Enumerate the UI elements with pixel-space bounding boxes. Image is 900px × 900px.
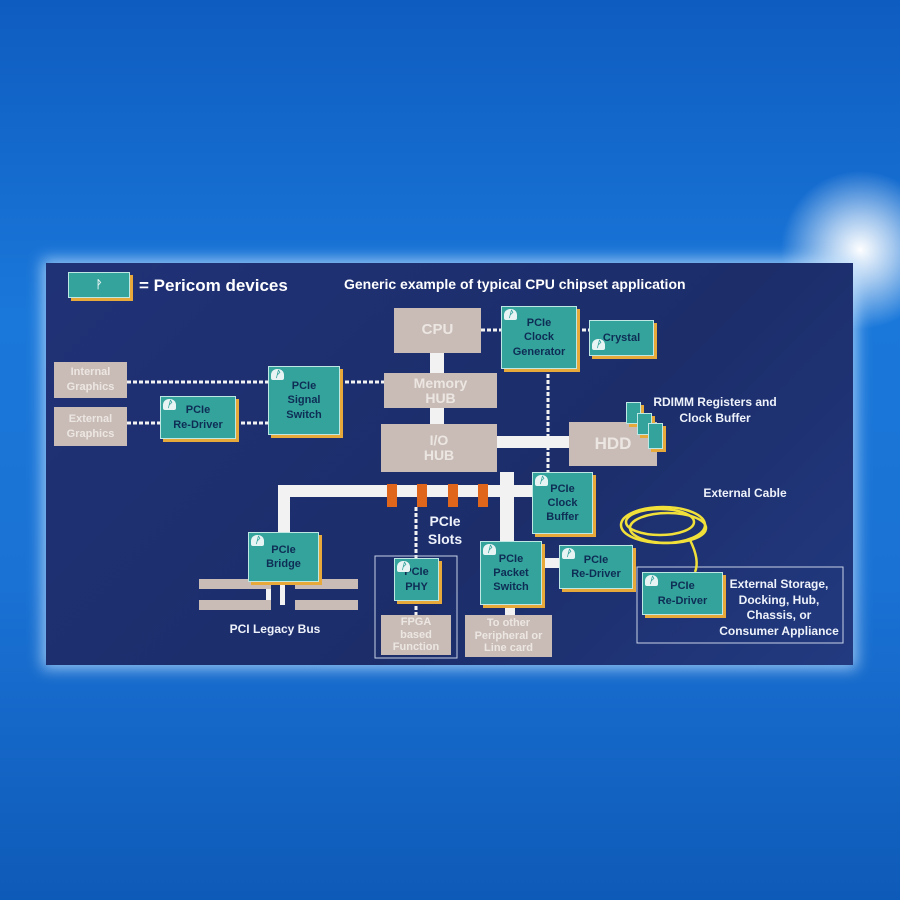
switch-other-link (505, 604, 515, 616)
pericom-logo-icon: ᚹ (271, 369, 284, 380)
pcie-bus (278, 485, 533, 497)
pericom-logo-icon: ᚹ (592, 339, 605, 350)
switch-redriver-link (541, 558, 559, 568)
pci-legacy-bus-label: PCI Legacy Bus (229, 622, 321, 636)
pcie-slot (448, 484, 458, 507)
pericom-logo-icon: ᚹ (251, 535, 264, 546)
packet-switch-link (500, 472, 514, 542)
cpu-memhub-link (430, 353, 444, 373)
legend-swatch: ᚹ (68, 272, 130, 298)
rdimm-chip (648, 423, 663, 449)
external-cable-coil (619, 505, 708, 573)
pericom-logo-icon: ᚹ (397, 561, 410, 572)
pericom-logo-icon: ᚹ (163, 399, 176, 410)
pcie-slot (387, 484, 397, 507)
pericom-logo-icon: ᚹ (535, 475, 548, 486)
cpu-block: CPU (394, 308, 481, 353)
iohub-hdd-link (497, 436, 569, 448)
pcie-slot (417, 484, 427, 507)
pericom-logo-icon: ᚹ (483, 544, 496, 555)
hdd-block: HDD (569, 422, 657, 466)
external-cable-label: External Cable (703, 486, 787, 500)
bridge-link (278, 485, 290, 533)
diagram-title: Generic example of typical CPU chipset a… (344, 276, 686, 292)
pericom-logo-icon: ᚹ (504, 309, 517, 320)
pcie-slot (478, 484, 488, 507)
pericom-logo-icon: ᚹ (562, 548, 575, 559)
external-storage-label: External Storage,Docking, Hub,Chassis, o… (719, 577, 839, 638)
pericom-logo-icon: ᚹ (95, 278, 103, 291)
legend-label: = Pericom devices (139, 276, 288, 295)
memhub-iohub-link (430, 408, 444, 424)
pericom-logo-icon: ᚹ (645, 575, 658, 586)
